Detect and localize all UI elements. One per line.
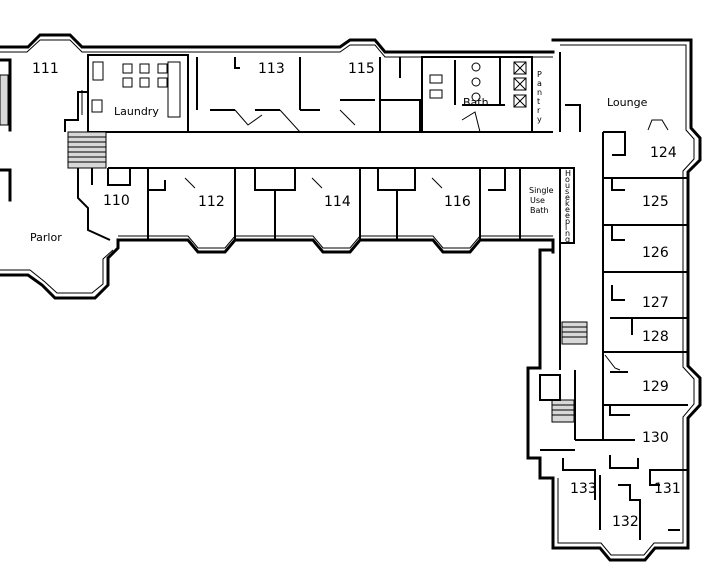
room-129-label: 129 xyxy=(642,379,669,395)
pantry-letter-2: a xyxy=(537,79,542,88)
room-labels: 111 113 115 Laundry Bath P a n t r y Lou… xyxy=(30,61,681,530)
room-126-label: 126 xyxy=(642,245,669,261)
room-128-label: 128 xyxy=(642,329,669,345)
laundry-label: Laundry xyxy=(114,105,159,118)
housekeeping-letter-8: e xyxy=(565,211,570,220)
housekeeping-letter-1: H xyxy=(565,169,571,178)
room-125-label: 125 xyxy=(642,194,669,210)
parlor-label: Parlor xyxy=(30,231,62,244)
room-111-label: 111 xyxy=(32,61,59,77)
south-rooms xyxy=(77,167,575,244)
pantry-letter-6: y xyxy=(537,115,542,124)
pantry-letter-1: P xyxy=(537,70,542,79)
room-115-label: 115 xyxy=(348,61,375,77)
housekeeping-letter-7: e xyxy=(565,205,570,214)
room-110-label: 110 xyxy=(103,193,130,209)
east-rooms xyxy=(539,131,688,540)
housekeeping-letter-10: i xyxy=(565,223,567,232)
housekeeping-letter-12: g xyxy=(565,235,570,244)
room-116-label: 116 xyxy=(444,194,471,210)
pantry-letter-5: r xyxy=(537,106,541,115)
room-127-label: 127 xyxy=(642,295,669,311)
housekeeping-letter-4: s xyxy=(565,187,569,196)
single-use-bath-line-3: Bath xyxy=(530,206,549,215)
single-use-bath-line-1: Single xyxy=(529,186,554,195)
room-132-label: 132 xyxy=(612,514,639,530)
lounge-label: Lounge xyxy=(607,96,648,109)
housekeeping-letter-5: e xyxy=(565,193,570,202)
housekeeping-letter-2: o xyxy=(565,175,570,184)
housekeeping-letter-9: p xyxy=(565,217,570,226)
room-133-label: 133 xyxy=(570,481,597,497)
room-113-label: 113 xyxy=(258,61,285,77)
bath-label: Bath xyxy=(463,96,489,109)
room-130-label: 130 xyxy=(642,430,669,446)
housekeeping-letter-3: u xyxy=(565,181,570,190)
room-112-label: 112 xyxy=(198,194,225,210)
housekeeping-letter-6: k xyxy=(565,199,570,208)
room-131-label: 131 xyxy=(654,481,681,497)
outer-walls xyxy=(0,33,702,562)
pantry-letter-4: t xyxy=(537,97,540,106)
room-114-label: 114 xyxy=(324,194,351,210)
north-rooms xyxy=(64,52,669,133)
stairs xyxy=(0,74,588,423)
room-124-label: 124 xyxy=(650,145,677,161)
single-use-bath-line-2: Use xyxy=(530,196,545,205)
housekeeping-letter-11: n xyxy=(565,229,570,238)
pantry-letter-3: n xyxy=(537,88,542,97)
